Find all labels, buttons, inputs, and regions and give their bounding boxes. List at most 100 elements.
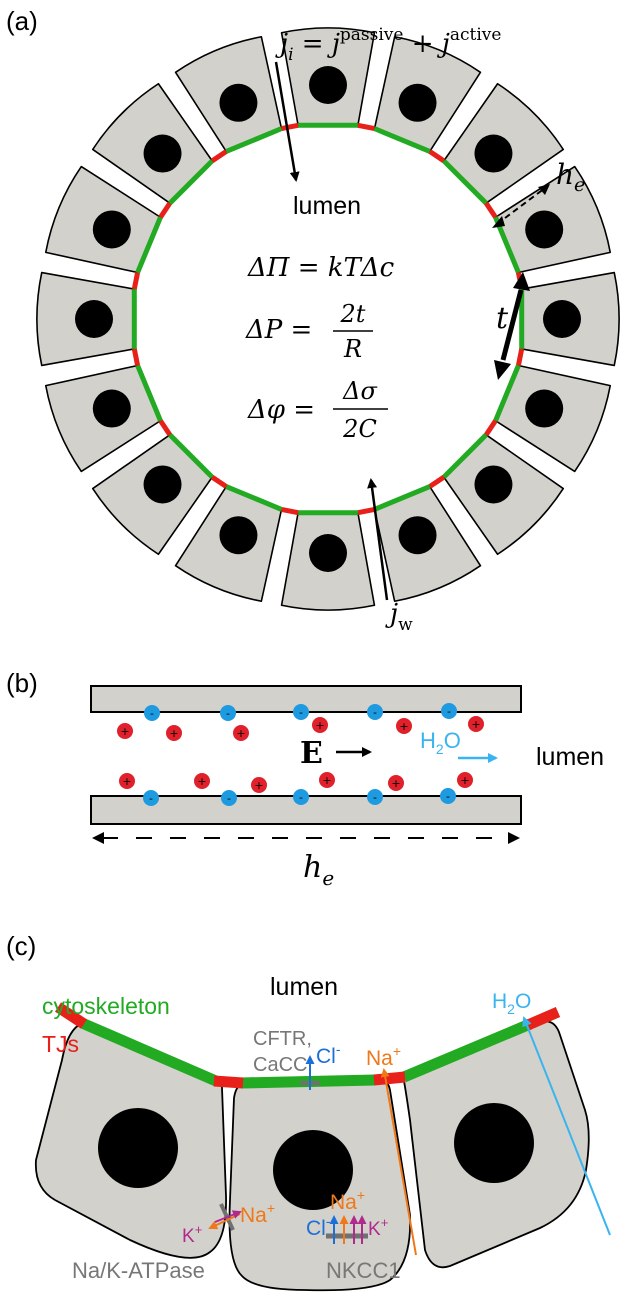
ring-tight-junction xyxy=(428,149,446,163)
tj-label: TJs xyxy=(42,1031,79,1057)
ring-cell-nucleus xyxy=(143,134,182,173)
cytoskeleton-right xyxy=(401,1018,533,1083)
flux-arrow xyxy=(274,61,300,182)
anion xyxy=(367,789,383,805)
ring-cell-nucleus xyxy=(474,134,513,173)
cation-sign: + xyxy=(122,775,131,788)
channel-label-2: CaCC xyxy=(253,1054,307,1076)
apical-cl-label: Cl- xyxy=(316,1041,341,1068)
cation xyxy=(117,723,133,739)
ring-tight-junction xyxy=(158,419,172,437)
ring-cell-nucleus xyxy=(543,300,581,338)
cytoskeleton-label: cytoskeleton xyxy=(42,993,170,1019)
panel-a-label: (a) xyxy=(6,6,38,36)
tight-junction-3 xyxy=(373,1071,406,1086)
gap-width-line xyxy=(496,187,546,225)
ring-cell-nucleus xyxy=(219,516,258,555)
electric-field-label: E xyxy=(300,736,323,771)
anion-sign: - xyxy=(227,792,231,805)
cation-sign: + xyxy=(391,777,400,790)
cation xyxy=(233,725,249,741)
cation xyxy=(396,718,412,734)
ring-cytoskeleton-segment xyxy=(225,484,283,512)
flux-equation: ji = jpassive + jactive xyxy=(275,25,501,65)
ring-cell-nucleus xyxy=(525,389,564,428)
panel-b-gap-label: he xyxy=(303,850,334,890)
cation xyxy=(251,777,267,793)
ring-cell-nucleus xyxy=(143,465,182,504)
ring-tight-junction xyxy=(131,348,141,366)
paracellular-na-arrow xyxy=(380,1068,417,1256)
panel-a-lumen-label: lumen xyxy=(293,192,361,220)
panel-b-lumen-label: lumen xyxy=(536,743,604,771)
ring-cell-nucleus xyxy=(92,210,131,249)
panel-b-label: (b) xyxy=(6,668,38,698)
ring-cell-nucleus xyxy=(309,534,347,572)
pump-k-arrow xyxy=(214,1210,242,1223)
ring-apical-surface xyxy=(131,122,525,516)
ring-cytoskeleton-segment xyxy=(493,364,521,422)
water-flux-label: jw xyxy=(385,599,413,635)
tight-junction-1 xyxy=(54,1002,88,1029)
tight-junction-4 xyxy=(525,1006,561,1031)
ring-tight-junction xyxy=(210,475,228,489)
ring-cytoskeleton-segment xyxy=(135,364,163,422)
cation xyxy=(194,773,210,789)
ring-cytoskeleton-segment xyxy=(442,433,488,479)
anion-sign: - xyxy=(446,790,450,803)
pump-label: Na/K-ATPase xyxy=(72,1258,205,1283)
potential-numerator: Δσ xyxy=(342,377,377,405)
ring-cytoskeleton-segment xyxy=(225,126,283,154)
ring-cytoskeleton-segment xyxy=(168,433,214,479)
ring-tight-junction xyxy=(158,201,172,219)
gap-arrowhead-inner xyxy=(492,216,505,228)
ring-tight-junction xyxy=(484,419,498,437)
ring-tight-junction xyxy=(357,506,375,516)
ring-cell-nucleus xyxy=(309,66,347,104)
cation xyxy=(312,717,328,733)
pressure-denominator: R xyxy=(343,335,362,363)
panel-c-water-label: H2O xyxy=(492,990,531,1017)
cation xyxy=(119,773,135,789)
ring-cell-nucleus xyxy=(398,83,437,122)
cation-sign: + xyxy=(315,719,324,732)
pressure-equation: ΔP = xyxy=(245,315,312,345)
ring-cell-nucleus xyxy=(398,516,437,555)
anion xyxy=(440,788,456,804)
ring-cell-nucleus xyxy=(525,210,564,249)
anion xyxy=(221,790,237,806)
cation-sign: + xyxy=(169,727,178,740)
anion-sign: - xyxy=(299,706,303,719)
panel-c-lumen-label: lumen xyxy=(270,973,338,1001)
tension-arrowhead-top xyxy=(513,272,530,291)
nkcc1-cl-label: Cl- xyxy=(306,1213,331,1240)
right-cell-nucleus xyxy=(454,1103,534,1183)
cation-sign: + xyxy=(322,774,331,787)
cation-sign: + xyxy=(120,725,129,738)
cation-sign: + xyxy=(399,720,408,733)
panel-c-label: (c) xyxy=(6,931,36,961)
ring-cytoskeleton-segment xyxy=(135,216,163,274)
ring-cytoskeleton-segment xyxy=(373,126,431,154)
anion xyxy=(143,790,159,806)
anion-sign: - xyxy=(447,705,451,718)
panel-b-water-label: H2O xyxy=(420,728,461,757)
ring-cytoskeleton-segment xyxy=(442,159,488,205)
cation-sign: + xyxy=(254,779,263,792)
panel-a-gap-label: he xyxy=(556,158,585,196)
cation xyxy=(457,772,473,788)
cation-sign: + xyxy=(460,774,469,787)
left-cell-nucleus xyxy=(98,1108,178,1188)
tension-arrow-shaft xyxy=(500,289,524,361)
cation xyxy=(468,716,484,732)
anion-sign: - xyxy=(149,792,153,805)
channel-label-1: CFTR, xyxy=(253,1028,312,1050)
ring-tight-junction xyxy=(357,122,375,132)
potential-equation: Δφ = xyxy=(247,395,315,425)
cytoskeleton-left xyxy=(79,1017,219,1087)
ring-tight-junction xyxy=(484,201,498,219)
anion-sign: - xyxy=(373,791,377,804)
anion-sign: - xyxy=(299,791,303,804)
pressure-numerator: 2t xyxy=(340,300,366,328)
